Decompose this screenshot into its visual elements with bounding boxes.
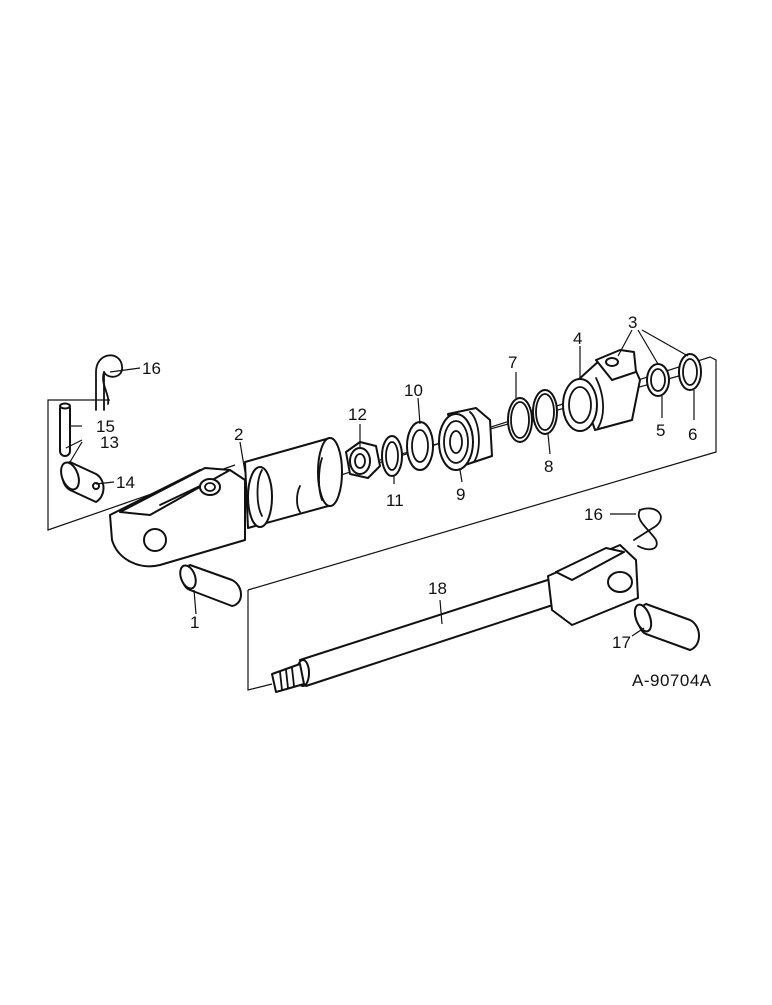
callout-17: 17 [612, 633, 631, 652]
callout-2: 2 [234, 425, 243, 444]
hairpin-clip-16-right [633, 507, 662, 551]
hairpin-clip-16-left [95, 354, 123, 411]
callout-7: 7 [508, 353, 517, 372]
callout-12: 12 [348, 405, 367, 424]
callout-9: 9 [456, 485, 465, 504]
nut-12 [345, 441, 381, 479]
o-ring-7 [507, 397, 533, 443]
callout-14: 14 [116, 473, 135, 492]
callout-6: 6 [688, 425, 697, 444]
cylinder-head-4 [562, 349, 641, 432]
backup-ring-8 [532, 389, 558, 435]
pin-14 [60, 461, 105, 503]
callout-16-right: 16 [584, 505, 603, 524]
wiper-5 [646, 363, 670, 397]
callout-1: 1 [190, 613, 199, 632]
backup-washer-10 [406, 421, 434, 471]
seal-ring-11 [381, 435, 403, 477]
leader-lines [65, 329, 695, 637]
callout-3: 3 [628, 313, 637, 332]
callout-18: 18 [428, 579, 447, 598]
piston-9 [438, 407, 493, 471]
callout-15: 15 [96, 417, 115, 436]
callout-10: 10 [404, 381, 423, 400]
roll-pin-15 [59, 402, 71, 457]
callout-8: 8 [544, 457, 553, 476]
callout-13: 13 [100, 433, 119, 452]
callout-4: 4 [573, 329, 582, 348]
pin-1 [179, 564, 242, 607]
drawing-reference-code: A-90704A [632, 671, 712, 690]
piston-rod-18 [271, 544, 639, 693]
pin-17 [633, 603, 700, 651]
seal-6 [678, 353, 702, 391]
cylinder-barrel-2 [109, 437, 343, 568]
callout-11: 11 [386, 491, 404, 510]
callout-labels: 1 2 3 4 5 6 7 8 9 10 11 12 13 14 15 16 1… [96, 313, 712, 690]
callout-16-left: 16 [142, 359, 161, 378]
callout-5: 5 [656, 421, 665, 440]
